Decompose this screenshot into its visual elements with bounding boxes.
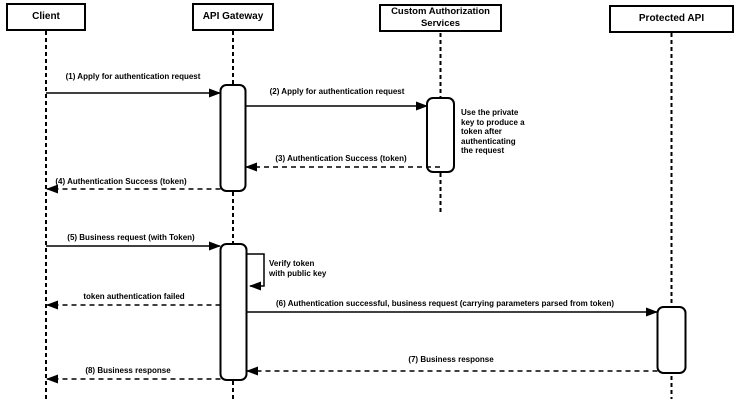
note-line: key to produce a [461,117,525,127]
self-message-line: Verify token [269,259,315,268]
note-line: token after [461,127,502,136]
message-5-label: (5) Business request (with Token) [67,233,195,242]
message-2-label: (2) Apply for authentication request [269,87,405,96]
activation-custom-auth [426,97,455,173]
activation-protected-api [656,306,687,374]
self-message-label: Verify token with public key [269,259,326,278]
activation-api-gateway-2 [219,243,248,381]
self-message-line: with public key [269,268,327,278]
message-4-label: (4) Authentication Success (token) [55,177,187,186]
actor-protected-api: Protected API [609,5,734,33]
message-3-label: (3) Authentication Success (token) [275,154,407,163]
actor-custom-auth: Custom Authorization Services [379,4,502,32]
note-line: Use the private [461,108,519,117]
note-line: the request [461,146,505,155]
actor-api-gateway: API Gateway [192,3,274,31]
message-8-label: (8) Business response [85,366,171,375]
note-line: authenticating [461,136,516,146]
activation-api-gateway-1 [219,84,247,192]
self-message-arrow [246,253,265,291]
note-private-key: Use the private key to produce a token a… [461,108,525,156]
message-failed-label: token authentication failed [83,292,185,301]
actor-client: Client [6,3,86,31]
message-7-label: (7) Business response [408,355,494,364]
message-1-label: (1) Apply for authentication request [65,72,201,81]
message-6-label: (6) Authentication successful, business … [275,299,615,308]
